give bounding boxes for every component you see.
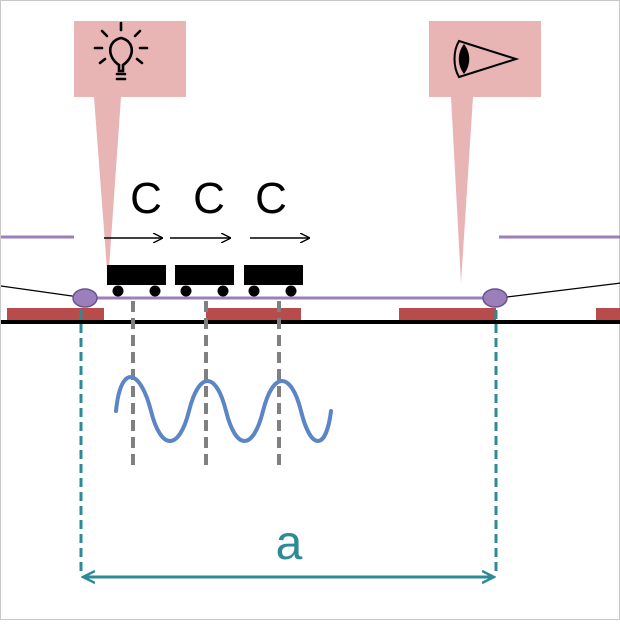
wall	[1, 308, 620, 324]
speed-label-3: C	[255, 174, 287, 223]
left-wire	[0, 285, 80, 298]
distance-label: a	[276, 517, 303, 570]
wave	[114, 375, 333, 443]
detector-callout	[429, 21, 541, 283]
car-3	[244, 265, 303, 297]
speed-label-2: C	[193, 174, 225, 223]
car-2	[175, 265, 234, 297]
car-1	[107, 265, 166, 297]
eye-icon	[453, 39, 520, 79]
source-callout	[74, 21, 186, 283]
right-wire	[506, 282, 620, 298]
source-node	[72, 288, 98, 308]
detector-node	[482, 288, 508, 308]
light-bulb-icon	[93, 21, 149, 81]
speed-label-1: C	[130, 174, 162, 223]
